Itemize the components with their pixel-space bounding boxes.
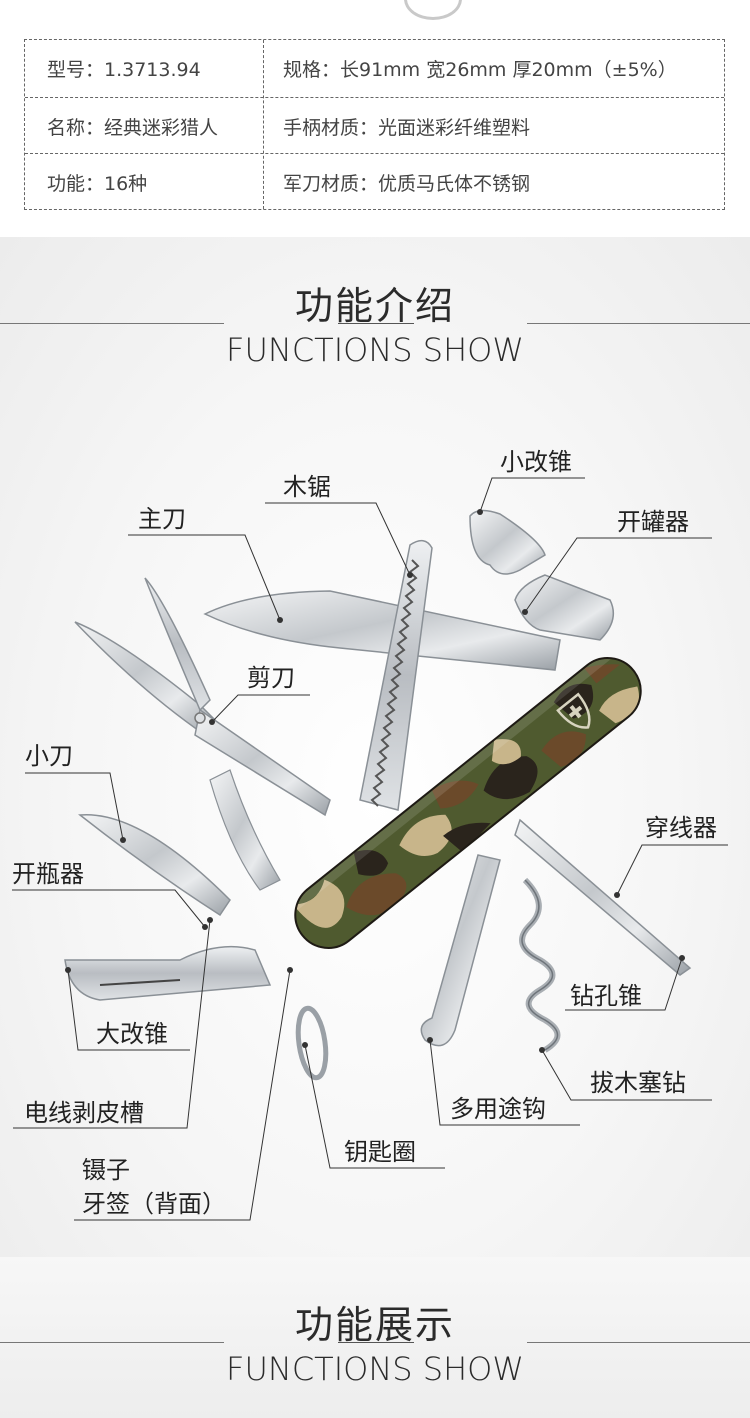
divider-line-right [527, 323, 750, 324]
spec-handle-material: 手柄材质：光面迷彩纤维塑料 [283, 117, 531, 139]
label-wire-stripper: 电线剥皮槽 [24, 1099, 144, 1127]
small-screwdriver [469, 509, 546, 575]
scissors-upper [144, 577, 211, 712]
title-underline [338, 323, 414, 324]
label-small-screwdriver: 小改锥 [500, 448, 572, 476]
label-saw: 木锯 [283, 473, 331, 501]
label-bottle-opener: 开瓶器 [12, 860, 84, 888]
label-corkscrew: 拔木塞钻 [590, 1069, 686, 1097]
callout-leader-lines [12, 477, 728, 1221]
key-ring [295, 1005, 329, 1081]
main-blade [203, 590, 561, 671]
divider-line-left [0, 323, 224, 324]
small-blade [78, 814, 231, 917]
spec-dimensions: 规格：长91mm 宽26mm 厚20mm（±5%） [283, 59, 677, 81]
can-opener [514, 574, 615, 641]
label-can-opener: 开罐器 [617, 508, 689, 536]
label-scissors: 剪刀 [247, 664, 295, 692]
spec-blade-material: 军刀材质：优质马氏体不锈钢 [283, 173, 531, 195]
functions-show-section-background [0, 1257, 750, 1418]
label-large-screwdriver: 大改锥 [96, 1020, 168, 1048]
divider-line-right [527, 1342, 750, 1343]
divider-line-left [0, 1342, 224, 1343]
label-needle: 穿线器 [645, 814, 717, 842]
callout-leader-dots [65, 509, 685, 1053]
saw-blade [359, 539, 433, 811]
awl [514, 818, 692, 976]
saw-teeth [370, 559, 420, 807]
label-toothpick: 牙签（背面） [82, 1190, 226, 1218]
label-awl: 钻孔锥 [570, 982, 642, 1010]
section-title-en: FUNCTIONS SHOW [226, 331, 524, 369]
label-multi-purpose-hook: 多用途钩 [450, 1095, 546, 1123]
section-title-cn: 功能介绍 [294, 284, 455, 328]
spec-table: 型号：1.3713.94 规格：长91mm 宽26mm 厚20mm（±5%） 名… [24, 39, 725, 210]
title-underline [338, 1342, 414, 1343]
spec-row: 型号：1.3713.94 规格：长91mm 宽26mm 厚20mm（±5%） [25, 40, 724, 97]
label-key-ring: 钥匙圈 [344, 1138, 416, 1166]
spec-model: 型号：1.3713.94 [47, 59, 201, 81]
section2-title-en: FUNCTIONS SHOW [226, 1350, 524, 1388]
spec-table-divider [263, 40, 264, 209]
label-tweezers: 镊子 [82, 1156, 130, 1184]
cross-shield-icon [556, 692, 591, 729]
scissors-arm [194, 708, 331, 817]
spec-row: 功能：16种 军刀材质：优质马氏体不锈钢 [25, 153, 724, 211]
section2-title-cn: 功能展示 [294, 1303, 455, 1347]
multi-purpose-hook [420, 854, 501, 1047]
spec-functions: 功能：16种 [47, 173, 148, 195]
bottle-opener [64, 945, 272, 1001]
camo-handle [281, 644, 655, 962]
label-main-blade: 主刀 [138, 505, 186, 533]
spec-name: 名称：经典迷彩猎人 [47, 117, 219, 139]
label-small-blade: 小刀 [25, 742, 73, 770]
blade-spring [209, 769, 281, 891]
spec-row: 名称：经典迷彩猎人 手柄材质：光面迷彩纤维塑料 [25, 97, 724, 155]
